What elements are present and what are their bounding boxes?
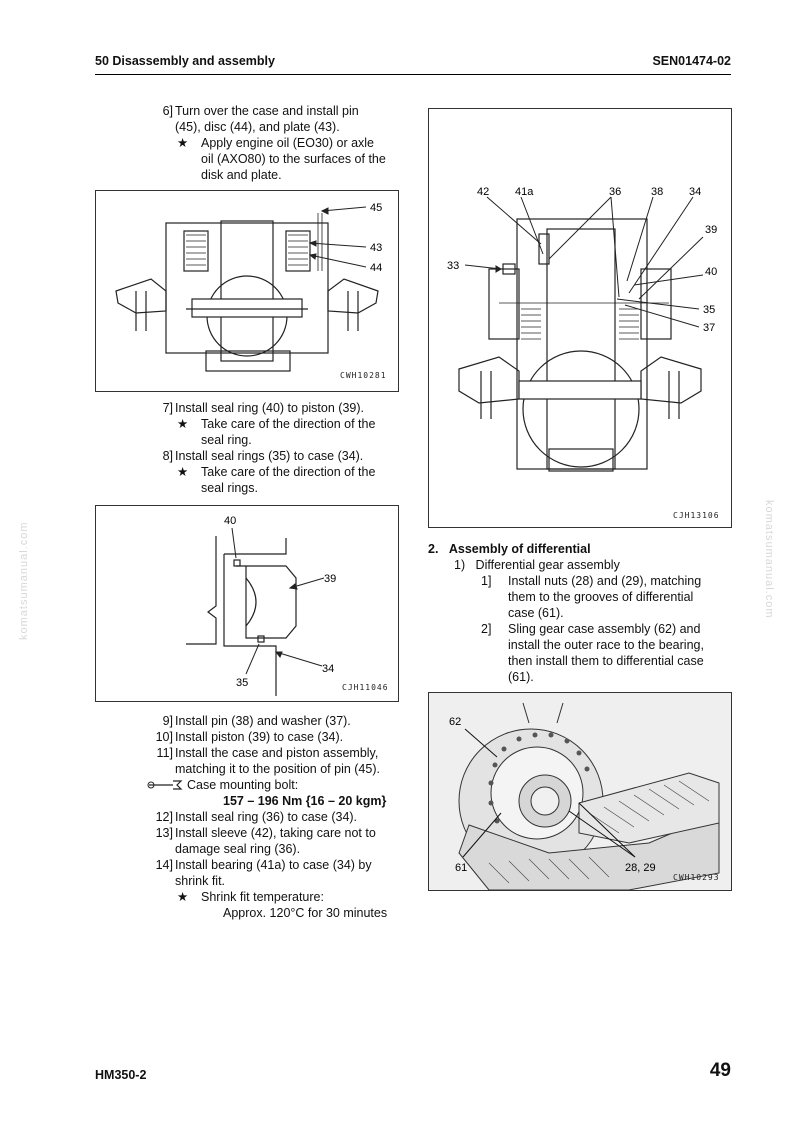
star-icon: ★ — [177, 417, 189, 431]
differential-clutch-diagram: 45 43 44 — [115, 202, 382, 372]
figure-cwh10281: 45 43 44 CWH10281 — [95, 190, 399, 392]
figure-cwh10293: 62 61 28, 29 CWH10293 — [428, 692, 732, 891]
figure-cjh13106: 42 41a 36 38 34 39 33 40 35 37 CJH13106 — [428, 108, 732, 528]
section-heading: 2. Assembly of differential — [428, 542, 591, 556]
torque-value: 157 – 196 Nm {16 – 20 kgm} — [223, 794, 387, 808]
seal-ring-diagram: 40 39 34 35 — [186, 515, 336, 696]
fig4-label-61: 61 — [455, 862, 467, 874]
fig1-label-44: 44 — [370, 262, 382, 274]
star-icon: ★ — [177, 136, 189, 150]
fig2-code: CJH11046 — [342, 683, 389, 692]
fig3-label-35: 35 — [703, 304, 715, 316]
fig1-label-45: 45 — [370, 202, 382, 214]
watermark-left: komatsumanual.com — [18, 521, 30, 641]
fig1-code: CWH10281 — [340, 371, 387, 380]
fig3-label-39: 39 — [705, 224, 717, 236]
gear-case-photo: 62 61 28, 29 — [429, 693, 731, 890]
fig3-label-40: 40 — [705, 266, 717, 278]
fig2-label-39: 39 — [324, 573, 336, 585]
star-icon: ★ — [177, 890, 189, 904]
model-name: HM350-2 — [95, 1068, 147, 1082]
fig3-label-41a: 41a — [515, 186, 534, 198]
watermark-right: komatsumanual.com — [763, 500, 775, 619]
wrench-icon — [147, 779, 183, 795]
fig2-label-34: 34 — [322, 663, 334, 675]
fig3-label-36: 36 — [609, 186, 621, 198]
section-title: 50 Disassembly and assembly — [95, 54, 275, 68]
fig3-label-38: 38 — [651, 186, 663, 198]
fig3-code: CJH13106 — [673, 511, 720, 520]
fig2-label-35: 35 — [236, 677, 248, 689]
fig3-label-37: 37 — [703, 322, 715, 334]
fig4-code: CWH10293 — [673, 873, 720, 882]
fig1-label-43: 43 — [370, 242, 382, 254]
star-icon: ★ — [177, 465, 189, 479]
fig3-label-33: 33 — [447, 260, 459, 272]
document-code: SEN01474-02 — [652, 54, 731, 68]
section-assembly-of-differential: 2. Assembly of differential 1) Different… — [428, 541, 732, 685]
fig4-label-62: 62 — [449, 716, 461, 728]
differential-case-diagram: 42 41a 36 38 34 39 33 40 35 37 — [447, 186, 717, 472]
fig3-label-42: 42 — [477, 186, 489, 198]
figure-cjh11046: 40 39 34 35 CJH11046 — [95, 505, 399, 702]
fig4-label-28-29: 28, 29 — [625, 862, 656, 874]
fig3-label-34: 34 — [689, 186, 701, 198]
fig2-label-40: 40 — [224, 515, 236, 527]
steps-9-14: 9]Install pin (38) and washer (37). 10]I… — [147, 713, 399, 921]
step-6: 6]Turn over the case and install pin (45… — [162, 104, 386, 182]
steps-7-8: 7]Install seal ring (40) to piston (39).… — [162, 401, 376, 495]
page-header: 50 Disassembly and assembly SEN01474-02 — [95, 52, 731, 75]
page-number: 49 — [709, 1060, 731, 1081]
